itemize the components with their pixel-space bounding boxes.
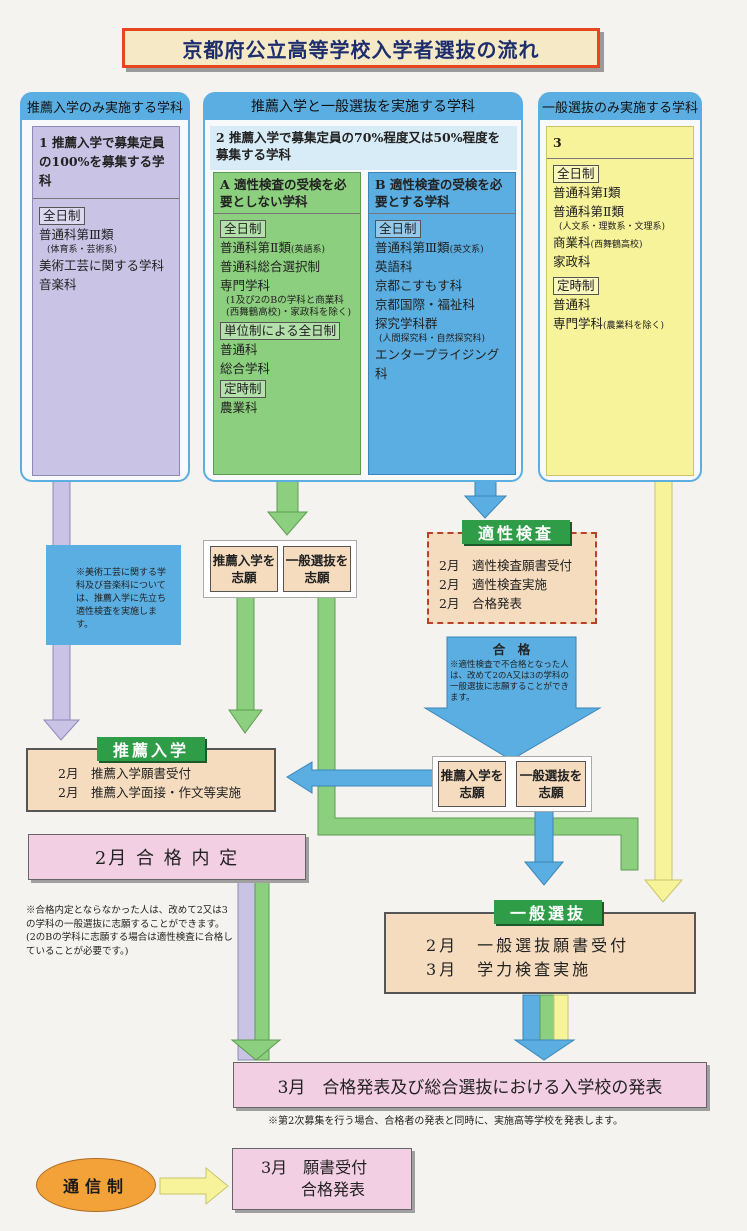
col2b-item-4: 京都国際・福祉科 xyxy=(375,297,476,312)
pass-note: ※適性検査で不合格となった人は、改めて2のA又は3の学科の一般選抜に志願すること… xyxy=(450,660,570,703)
stripe-green xyxy=(254,869,270,1061)
choice2-ippan: 一般選抜を志願 xyxy=(516,761,586,807)
ippan-line-0: 2月 一般選抜願書受付 xyxy=(426,936,630,955)
stripe-green-2 xyxy=(539,994,555,1041)
note-art-music: ※美術工芸に関する学科及び音楽科については、推薦入学に先立ち適性検査を実施します… xyxy=(46,545,181,645)
arrow-choice2-right-shaft xyxy=(534,807,554,864)
col2a-tei-label: 定時制 xyxy=(220,380,266,398)
arrow-choice1-left-shaft xyxy=(236,596,255,712)
column-header-left: 推薦入学のみ実施する学科 xyxy=(20,92,190,120)
col2a-zen-label: 全日制 xyxy=(220,220,266,238)
choice1-suisen: 推薦入学を志願 xyxy=(210,546,278,592)
col3-item-3: 商業科(西舞鶴高校) xyxy=(553,235,643,250)
col2b-item-0: 普通科第Ⅲ類(英文系) xyxy=(375,240,484,255)
col2b-item-7: エンタープライジング科 xyxy=(375,347,500,381)
col1-panel: 1 推薦入学で募集定員の100%を募集する学科 全日制 普通科第Ⅲ類 (体育系・… xyxy=(32,126,180,476)
arrow-choice2-right-head xyxy=(523,861,565,886)
tsushin-line-0: 3月 願書受付 xyxy=(261,1158,368,1177)
col2a-item-0: 普通科第Ⅱ類(英語系) xyxy=(220,240,326,255)
suisen-line-1: 2月 推薦入学面接・作文等実施 xyxy=(58,785,241,800)
col3-zen-label: 全日制 xyxy=(553,165,599,183)
tekisei-line-2: 2月 合格発表 xyxy=(439,596,522,611)
col2b-zen-label: 全日制 xyxy=(375,220,421,238)
page-title: 京都府公立高等学校入学者選抜の流れ xyxy=(122,28,600,68)
tsushin-line-1: 合格発表 xyxy=(301,1180,366,1199)
arrow-choice1-right-path xyxy=(317,596,639,871)
tekisei-line-0: 2月 適性検査願書受付 xyxy=(439,558,572,573)
col1-item-1: (体育系・芸術系) xyxy=(47,245,118,255)
arrow-choice1-left-head xyxy=(228,709,263,734)
col1-zen-label: 全日制 xyxy=(39,207,85,225)
arrow-col3-shaft xyxy=(654,474,673,884)
col3-tei-item-1: 専門学科(農業科を除く) xyxy=(553,316,665,331)
tekisei-box: 2月 適性検査願書受付 2月 適性検査実施 2月 合格発表 xyxy=(427,532,597,624)
col1-heading: 1 推薦入学で募集定員の100%を募集する学科 xyxy=(39,135,165,188)
naitei-box: 2月 合 格 内 定 xyxy=(28,834,306,880)
col2b-item-3: 京都こすもす科 xyxy=(375,278,463,293)
col2a-item-4: (1及び2のBの学科と商業科(西舞鶴高校)・家政科を除く) xyxy=(226,295,352,318)
col3-item-5: 家政科 xyxy=(553,254,591,269)
stripe-lavender xyxy=(237,869,256,1061)
col3-tei-label: 定時制 xyxy=(553,277,599,295)
stripes-head-right xyxy=(513,1039,576,1061)
stripe-blue-2 xyxy=(522,994,541,1041)
arrow-col2a-head xyxy=(266,511,309,536)
col2a-unit-item-1: 総合学科 xyxy=(220,361,271,376)
column-header-middle: 推薦入学と一般選抜を実施する学科 xyxy=(203,92,523,120)
col2a-unit-item-0: 普通科 xyxy=(220,342,258,357)
column-header-right: 一般選抜のみ実施する学科 xyxy=(538,92,702,120)
col2a-item-3: 専門学科 xyxy=(220,278,271,293)
suisen-label: 推薦入学 xyxy=(97,737,205,761)
note-final: ※第2次募集を行う場合、合格者の発表と同時に、実施高等学校を発表します。 xyxy=(268,1116,624,1127)
tsushin-label: 通信制 xyxy=(36,1158,156,1212)
arrow-col2b-head xyxy=(463,495,508,519)
col3-heading: 3 xyxy=(553,135,562,150)
arrow-col3-head xyxy=(643,879,684,903)
col2a-heading: A 適性検査の受検を必要としない学科 xyxy=(220,177,347,209)
col3-item-0: 普通科第Ⅰ類 xyxy=(553,185,621,200)
col1-item-3: 音楽科 xyxy=(39,277,77,292)
col2b-item-5: 探究学科群 xyxy=(375,316,438,331)
choice1-ippan: 一般選抜を志願 xyxy=(283,546,351,592)
col2a-item-2: 普通科総合選択制 xyxy=(220,259,321,274)
col1-item-0: 普通科第Ⅲ類 xyxy=(39,227,114,242)
arrow-col1-head xyxy=(42,719,81,741)
pass-funnel xyxy=(423,636,602,761)
tsushin-box: 3月 願書受付 合格発表 xyxy=(232,1148,412,1210)
col3-tei-item-0: 普通科 xyxy=(553,297,591,312)
choice2-suisen: 推薦入学を志願 xyxy=(438,761,506,807)
col2b-panel: B 適性検査の受検を必要とする学科 全日制 普通科第Ⅲ類(英文系) 英語科 京都… xyxy=(368,172,516,475)
col3-panel: 3 全日制 普通科第Ⅰ類 普通科第Ⅱ類 (人文系・理数系・文理系) 商業科(西舞… xyxy=(546,126,694,476)
tsushin-arrow xyxy=(159,1166,229,1206)
col3-item-2: (人文系・理数系・文理系) xyxy=(559,222,666,232)
col1-item-2: 美術工芸に関する学科 xyxy=(39,258,165,273)
tekisei-label: 適性検査 xyxy=(462,520,570,544)
col2b-item-6: (人間探究科・自然探究科) xyxy=(379,334,486,344)
col2-heading: 2 推薦入学で募集定員の70%程度又は50%程度を募集する学科 xyxy=(210,126,517,170)
stripes-head-left xyxy=(230,1039,282,1061)
ippan-line-1: 3月 学力検査実施 xyxy=(426,960,592,979)
note-naitei: ※合格内定とならなかった人は、改めて2又は3の学科の一般選抜に志願することができ… xyxy=(26,905,233,957)
stripe-yellow-2 xyxy=(553,994,569,1041)
arrow-to-suisen xyxy=(286,761,434,794)
col2b-item-2: 英語科 xyxy=(375,259,413,274)
col3-item-1: 普通科第Ⅱ類 xyxy=(553,204,624,219)
pass-label: 合 格 xyxy=(492,641,531,657)
final-box: 3月 合格発表及び総合選抜における入学校の発表 xyxy=(233,1062,707,1108)
col2b-heading: B 適性検査の受検を必要とする学科 xyxy=(375,177,503,209)
ippan-box: 2月 一般選抜願書受付 3月 学力検査実施 xyxy=(384,912,696,994)
ippan-label: 一般選抜 xyxy=(494,900,602,924)
suisen-line-0: 2月 推薦入学願書受付 xyxy=(58,766,191,781)
col2a-unit-label: 単位制による全日制 xyxy=(220,322,341,340)
tekisei-line-1: 2月 適性検査実施 xyxy=(439,577,547,592)
col2a-panel: A 適性検査の受検を必要としない学科 全日制 普通科第Ⅱ類(英語系) 普通科総合… xyxy=(213,172,361,475)
col2a-tei-item-0: 農業科 xyxy=(220,400,258,415)
